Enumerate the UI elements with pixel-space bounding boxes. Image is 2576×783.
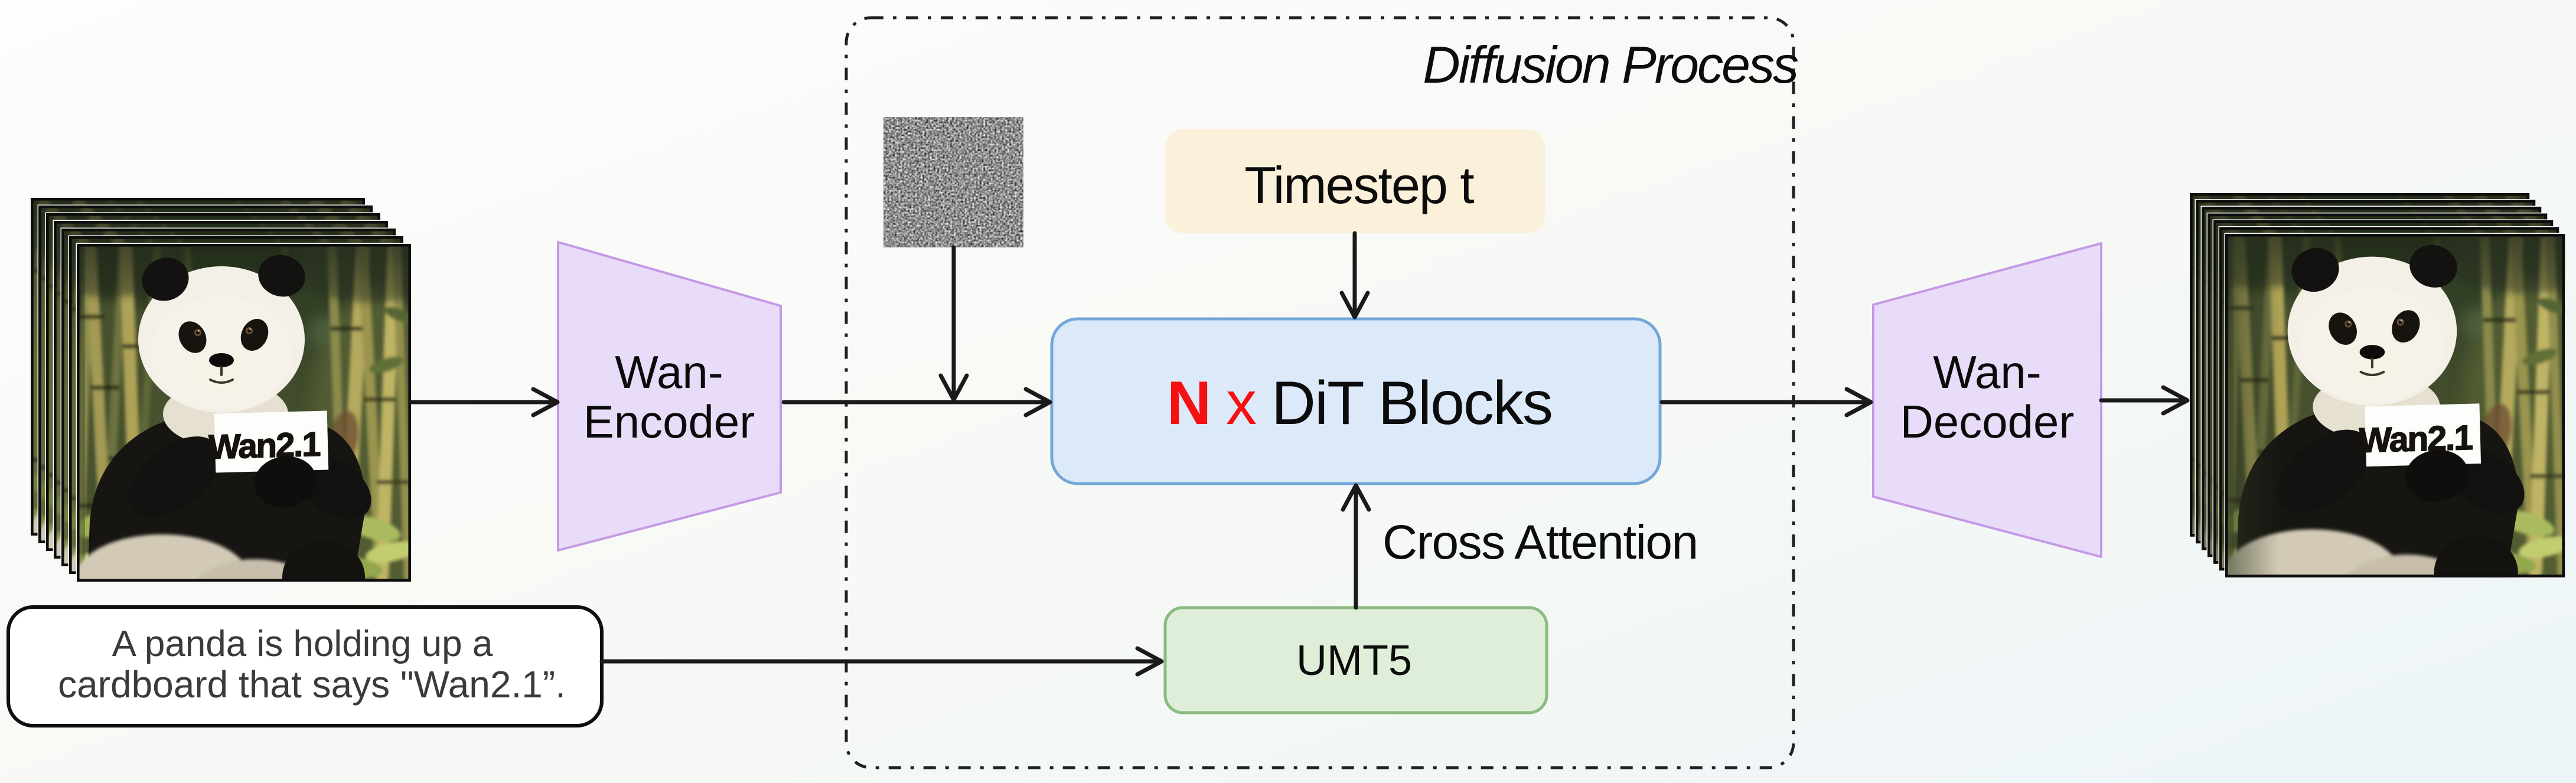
svg-text:Diffusion Process: Diffusion Process <box>1423 35 1798 94</box>
svg-text:cardboard that says "Wan2.1”.: cardboard that says "Wan2.1”. <box>58 663 566 706</box>
svg-text:Cross Attention: Cross Attention <box>1382 516 1698 569</box>
svg-text:Wan-: Wan- <box>615 346 723 398</box>
svg-text:A panda is holding up a: A panda is holding up a <box>112 624 493 664</box>
svg-text:UMT5: UMT5 <box>1296 637 1412 684</box>
svg-text:Timestep t: Timestep t <box>1244 156 1474 214</box>
svg-text:Decoder: Decoder <box>1900 396 2075 448</box>
svg-text:Wan-: Wan- <box>1933 346 2041 398</box>
svg-text:N x DiT Blocks: N x DiT Blocks <box>1167 369 1552 438</box>
svg-text:Encoder: Encoder <box>583 396 755 448</box>
